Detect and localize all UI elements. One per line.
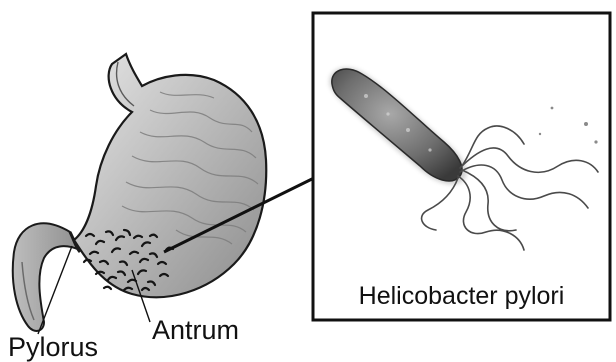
duodenum	[13, 223, 80, 331]
stomach	[70, 54, 266, 297]
pylorus-label: Pylorus	[8, 334, 98, 361]
inset-caption: Helicobacter pylori	[313, 284, 610, 309]
antrum-label: Antrum	[152, 317, 239, 344]
